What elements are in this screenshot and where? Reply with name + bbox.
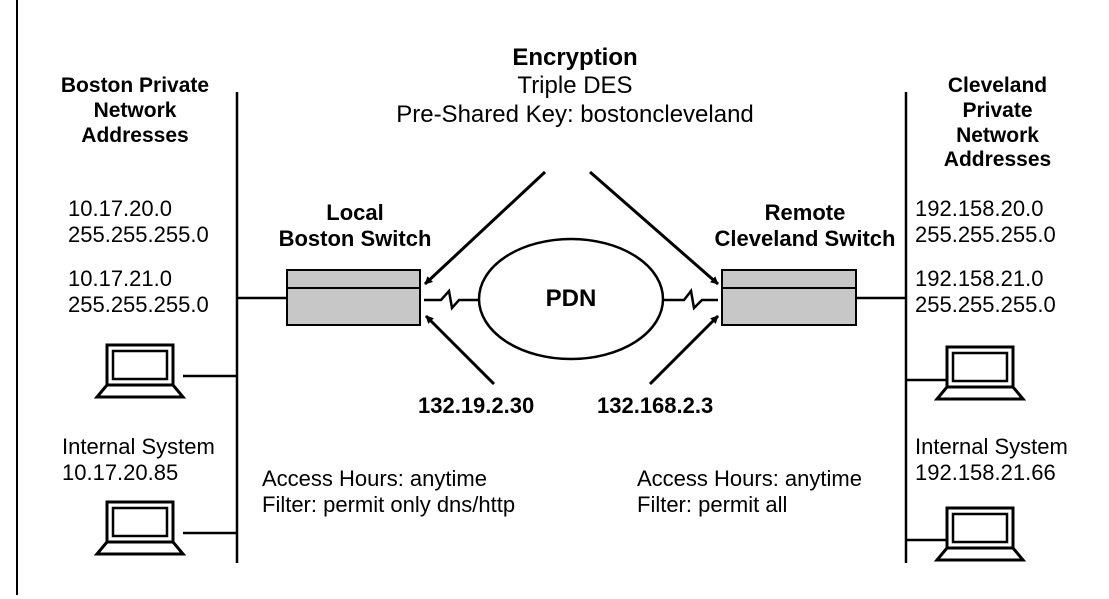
cleveland-heading-line: Addresses xyxy=(943,148,1052,172)
boston-access-policy: Access Hours: anytime Filter: permit onl… xyxy=(262,466,515,518)
network-mask: 255.255.255.0 xyxy=(915,221,1056,247)
boston-heading-line: Network xyxy=(93,98,177,122)
access-hours: Access Hours: anytime xyxy=(637,466,862,491)
encryption-arrow-right xyxy=(589,170,719,286)
switch-label-line: Remote xyxy=(764,200,846,225)
network-address: 10.17.21.0 xyxy=(68,266,172,291)
internal-system-label: Internal System xyxy=(915,434,1068,459)
boston-switch-label: Local Boston Switch xyxy=(250,200,460,252)
network-switch-icon xyxy=(286,269,421,326)
boston-switch-ip: 132.19.2.30 xyxy=(418,393,535,418)
laptop-icon xyxy=(933,345,1027,401)
boston-network-heading: Boston Private Network Addresses xyxy=(40,74,230,148)
cleveland-switch-ip: 132.168.2.3 xyxy=(597,393,714,418)
network-switch-icon xyxy=(721,269,857,326)
laptop-icon xyxy=(933,506,1027,562)
boston-ip-arrow xyxy=(424,314,496,386)
cleveland-access-policy: Access Hours: anytime Filter: permit all xyxy=(637,466,862,518)
pdn-label: PDN xyxy=(545,285,597,312)
network-mask: 255.255.255.0 xyxy=(68,291,209,317)
serial-link-icon xyxy=(424,288,480,311)
network-mask: 255.255.255.0 xyxy=(68,221,209,247)
cleveland-heading-line: Cleveland xyxy=(947,74,1048,97)
laptop-icon xyxy=(93,343,187,399)
boston-heading-line: Addresses xyxy=(81,123,189,147)
internal-system-address: 192.158.21.66 xyxy=(915,459,1056,485)
cleveland-network-1: 192.158.20.0 255.255.255.0 xyxy=(915,196,1056,248)
encryption-algorithm: Triple DES xyxy=(517,72,633,100)
access-filter: Filter: permit all xyxy=(637,491,788,517)
boston-internal-system: Internal System 10.17.20.85 xyxy=(62,434,215,486)
encryption-arrow-left xyxy=(423,170,547,286)
boston-network-1: 10.17.20.0 255.255.255.0 xyxy=(68,196,209,248)
serial-link-icon xyxy=(663,288,718,311)
boston-network-2: 10.17.21.0 255.255.255.0 xyxy=(68,266,209,318)
cleveland-network-heading: Cleveland Private Network Addresses xyxy=(910,74,1085,173)
encryption-block: Encryption Triple DES Pre-Shared Key: bo… xyxy=(360,44,790,129)
encryption-title: Encryption xyxy=(512,44,638,71)
encryption-key: Pre-Shared Key: bostoncleveland xyxy=(396,100,754,128)
cleveland-heading-line: Private xyxy=(962,98,1033,122)
internal-system-address: 10.17.20.85 xyxy=(62,459,179,485)
network-address: 192.158.20.0 xyxy=(915,196,1044,221)
switch-label-line: Cleveland Switch xyxy=(714,225,896,251)
internal-system-label: Internal System xyxy=(62,434,215,459)
access-filter: Filter: permit only dns/http xyxy=(262,491,516,517)
boston-heading-line: Boston Private xyxy=(60,74,210,97)
laptop-icon xyxy=(93,500,187,556)
network-mask: 255.255.255.0 xyxy=(915,291,1056,317)
cleveland-ip-arrow xyxy=(648,314,720,386)
switch-label-line: Local xyxy=(326,200,384,225)
cleveland-switch-label: Remote Cleveland Switch xyxy=(700,200,910,252)
network-address: 10.17.20.0 xyxy=(68,196,172,221)
access-hours: Access Hours: anytime xyxy=(262,466,487,491)
switch-label-line: Boston Switch xyxy=(278,225,432,251)
cleveland-network-2: 192.158.21.0 255.255.255.0 xyxy=(915,266,1056,318)
cleveland-internal-system: Internal System 192.158.21.66 xyxy=(915,434,1068,486)
network-address: 192.158.21.0 xyxy=(915,266,1044,291)
cleveland-heading-line: Network xyxy=(956,123,1039,147)
frame-left-border xyxy=(16,0,18,595)
